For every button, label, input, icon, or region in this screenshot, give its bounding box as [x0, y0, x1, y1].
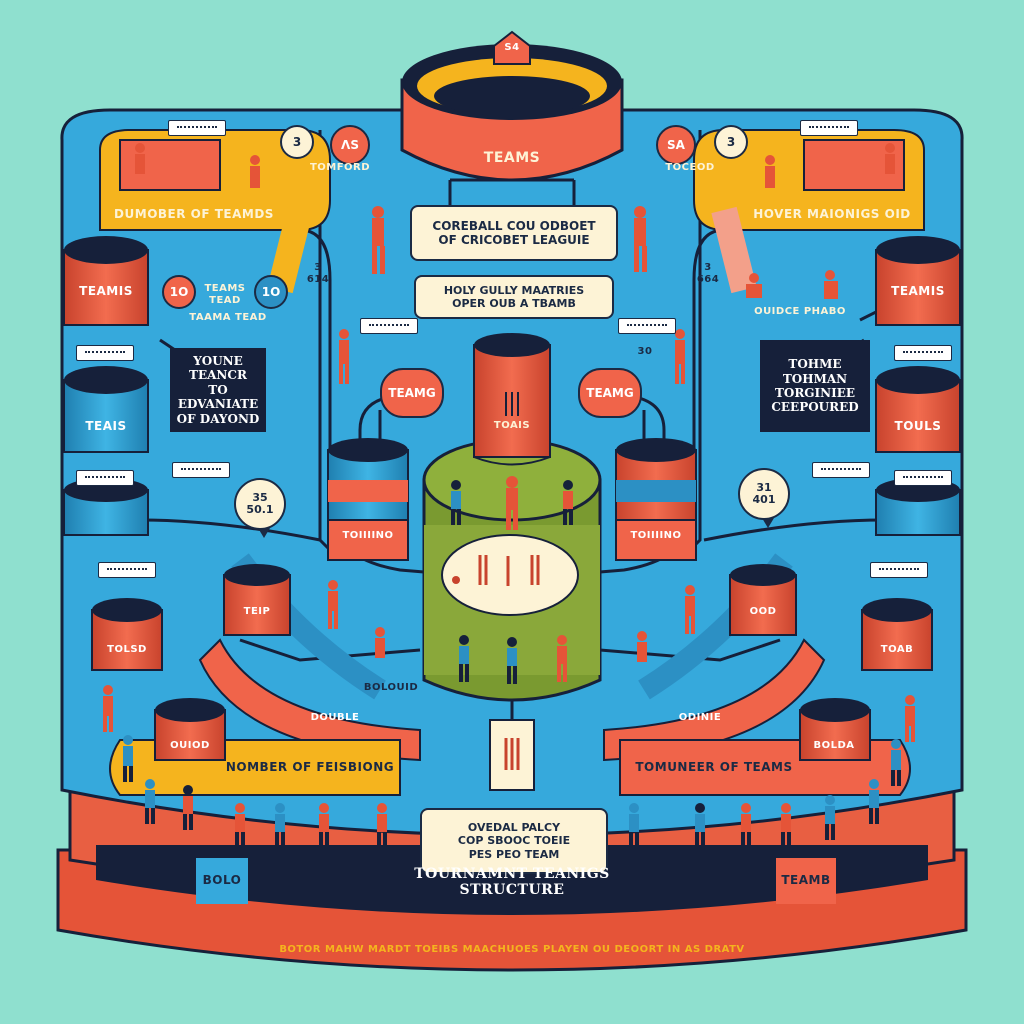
left-dark-box: YOUNE TEANCR TO EDVANIATE OF DAYOND	[170, 348, 266, 432]
left-ribbon-label: DUMOBER OF TEAMDS	[114, 207, 274, 221]
left-small-circle-b: 1O	[254, 275, 288, 309]
right-ribbon-label: HOVER MAIONIGS OID	[753, 207, 911, 221]
left-ribbon-lower: NOMBER OF FEISBIONG	[225, 760, 395, 774]
left-circle-b: ΛS	[330, 125, 370, 165]
tag-left-low	[76, 470, 134, 486]
right-tier-small: OOD	[749, 606, 777, 617]
base-right-tab: TEAMB	[781, 873, 831, 887]
right-circle-b: 3	[714, 125, 748, 159]
central-pitch	[422, 438, 602, 791]
center-stat-left: 30	[637, 346, 653, 357]
tag-left-lower	[98, 562, 156, 578]
center-node-left: TEAMG	[380, 368, 444, 418]
stadium-badge: S4	[504, 42, 520, 53]
stands	[327, 438, 697, 561]
stadium	[400, 30, 624, 182]
left-tier-small: TEIP	[243, 606, 271, 617]
card-second: HOLY GULLY MAATRIES OPER OUB A TBAMB	[414, 275, 614, 319]
left-circle-a: 3	[280, 125, 314, 159]
card-top: COREBALL COU ODBOET OF CRICOBET LEAGUIE	[410, 205, 618, 261]
right-tier-outer: BOLDA	[813, 740, 855, 751]
right-caption: OUIDCE PHABO	[754, 306, 846, 317]
left-tier-teams: TEAMIS	[79, 284, 133, 298]
card-bottom: OVEDAL PALCY COP SBOOC TOEIE PES PEO TEA…	[420, 808, 608, 874]
stadium-label: TEAMS	[483, 150, 541, 166]
player-figures	[103, 143, 915, 786]
right-bubble: 31 401	[738, 468, 790, 528]
left-small-circle-a: 1O	[162, 275, 196, 309]
tag-right-low	[894, 470, 952, 486]
right-tier-touls: TOULS	[894, 419, 942, 433]
tag-left-top	[168, 120, 226, 136]
center-node-right: TEAMG	[578, 368, 642, 418]
left-tier-lower: TOLSD	[107, 644, 147, 655]
central-pillar	[473, 333, 551, 466]
left-small-caption2: TAAMA TEAD	[189, 312, 267, 323]
left-stand-label: TOIIIINO	[342, 530, 394, 541]
tag-center-right	[618, 318, 676, 334]
tag-right-bubble	[812, 462, 870, 478]
tag-right-lower	[870, 562, 928, 578]
left-lower-ribbon2: DOUBLE	[310, 712, 360, 723]
tag-center-left	[360, 318, 418, 334]
left-count-small: 3 614	[306, 262, 330, 285]
tag-right-top	[800, 120, 858, 136]
base-left-tab: BOLO	[202, 873, 242, 887]
base-footer: BOTOR MAHW MARDT TOEIBS MAACHUOES PLAYEN…	[279, 944, 745, 955]
left-tier-outer: OUIOD	[170, 740, 210, 751]
tag-right-mid	[894, 345, 952, 361]
right-ribbon-lower: TOMUNEER OF TEAMS	[635, 760, 793, 774]
right-count-small: 3 664	[696, 262, 720, 285]
right-circle-a: SA	[656, 125, 696, 165]
right-dark-box: TOHME TOHMAN TORGINIEE CEEPOURED	[760, 340, 870, 432]
left-small-caption: TEAMS TEAD	[204, 283, 246, 306]
right-tier-teams: TEAMIS	[891, 284, 945, 298]
pillar-label: TOAIS	[493, 420, 531, 431]
left-stripe: BOLOUID	[363, 682, 419, 693]
left-circle-caption: TOMFORD	[309, 162, 371, 173]
tag-left-mid	[76, 345, 134, 361]
right-tier-lower: TOAB	[880, 644, 914, 655]
base-title: TOURNAMNT TEANIGS STRUCTURE	[414, 866, 610, 899]
left-tier-teios: TEAIS	[85, 419, 127, 433]
left-tiers	[63, 139, 291, 761]
left-bubble: 35 50.1	[234, 478, 286, 538]
bottom-crowd	[145, 779, 879, 848]
right-stripe: ODINIE	[678, 712, 722, 723]
right-circle-caption: TOCEOD	[665, 162, 715, 173]
right-stand-label: TOIIIINO	[630, 530, 682, 541]
tag-left-bubble	[172, 462, 230, 478]
